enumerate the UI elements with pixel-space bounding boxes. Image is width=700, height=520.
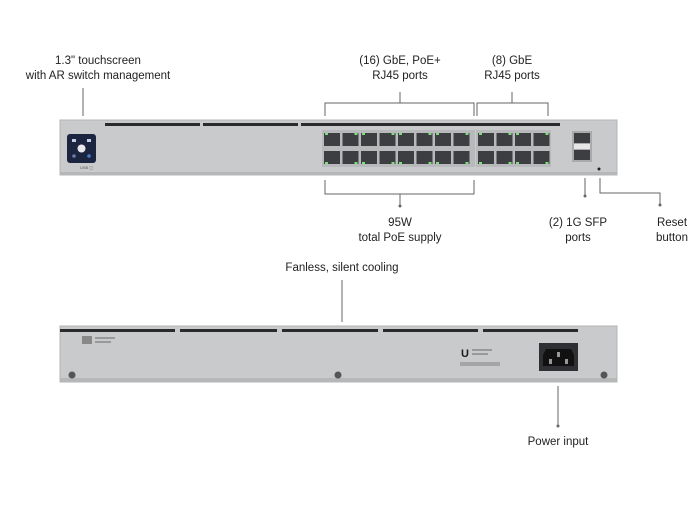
rj45-port[interactable] xyxy=(515,133,531,146)
port-led xyxy=(399,162,402,164)
vent-slot xyxy=(105,123,200,126)
vent-slot xyxy=(301,123,560,126)
rj45-port[interactable] xyxy=(453,151,470,164)
port-led xyxy=(428,133,432,135)
rj45-port[interactable] xyxy=(478,133,494,146)
poe-ports-label: RJ45 ports xyxy=(372,70,428,82)
rubber-foot xyxy=(334,371,342,379)
qr-code xyxy=(82,336,92,344)
port-led xyxy=(508,162,512,164)
rj45-port[interactable] xyxy=(398,133,414,146)
rj45-port[interactable] xyxy=(324,133,340,146)
rj45-port[interactable] xyxy=(361,151,377,164)
rear-panel: U xyxy=(59,325,618,383)
rj45-port[interactable] xyxy=(416,151,433,164)
cooling-label: Fanless, silent cooling xyxy=(285,262,398,274)
rj45-ports xyxy=(322,130,551,167)
sfp-port[interactable] xyxy=(574,150,590,160)
port-led xyxy=(465,133,469,135)
port-led xyxy=(391,133,395,135)
rj45-port[interactable] xyxy=(435,151,451,164)
sfp-ports xyxy=(572,131,592,162)
port-led xyxy=(508,133,512,135)
port-led xyxy=(391,162,395,164)
port-led xyxy=(436,133,439,135)
rj45-port[interactable] xyxy=(398,151,414,164)
rj45-port[interactable] xyxy=(533,133,550,146)
port-led xyxy=(516,162,519,164)
port-led xyxy=(354,133,358,135)
touchscreen-label: 1.3" touchscreen xyxy=(55,55,141,67)
rj45-port[interactable] xyxy=(361,133,377,146)
sfp-label: ports xyxy=(565,232,591,244)
vent-slot xyxy=(282,329,378,332)
port-led xyxy=(362,133,365,135)
vent-slot xyxy=(483,329,578,332)
port-led xyxy=(362,162,365,164)
rj45-port[interactable] xyxy=(324,151,340,164)
rj45-port[interactable] xyxy=(342,133,359,146)
rj45-port[interactable] xyxy=(379,151,396,164)
vent-slot xyxy=(203,123,298,126)
certification-marks xyxy=(460,362,500,366)
callout-lines xyxy=(82,88,662,428)
front-panel: USB ▢ xyxy=(59,119,618,176)
sfp-label: (2) 1G SFP xyxy=(549,217,607,229)
vent-slot xyxy=(60,329,175,332)
poe-ports-label: (16) GbE, PoE+ xyxy=(359,55,441,67)
port-led xyxy=(545,133,549,135)
rubber-foot xyxy=(600,371,608,379)
touchscreen-label: with AR switch management xyxy=(25,70,171,82)
sfp-port[interactable] xyxy=(574,133,590,143)
usb-label: USB ▢ xyxy=(80,165,93,170)
port-led xyxy=(354,162,358,164)
reset-button[interactable] xyxy=(597,167,601,171)
rj45-port[interactable] xyxy=(478,151,494,164)
rj45-port[interactable] xyxy=(533,151,550,164)
port-led xyxy=(399,133,402,135)
gbe-ports-label: RJ45 ports xyxy=(484,70,540,82)
port-led xyxy=(325,133,328,135)
vent-slot xyxy=(180,329,277,332)
rj45-port[interactable] xyxy=(379,133,396,146)
port-led xyxy=(479,162,482,164)
rj45-port[interactable] xyxy=(496,151,513,164)
port-led xyxy=(479,133,482,135)
touchscreen[interactable] xyxy=(67,134,96,163)
port-led xyxy=(428,162,432,164)
rj45-port[interactable] xyxy=(435,133,451,146)
port-led xyxy=(325,162,328,164)
rj45-port[interactable] xyxy=(496,133,513,146)
port-led xyxy=(465,162,469,164)
rj45-port[interactable] xyxy=(453,133,470,146)
rj45-port[interactable] xyxy=(515,151,531,164)
power-input-label: Power input xyxy=(528,436,590,448)
port-led xyxy=(436,162,439,164)
rj45-port[interactable] xyxy=(416,133,433,146)
rj45-port[interactable] xyxy=(342,151,359,164)
port-led xyxy=(545,162,549,164)
rubber-foot xyxy=(68,371,76,379)
ubiquiti-logo-icon: U xyxy=(461,348,469,360)
rear-vents xyxy=(60,329,578,332)
reset-label: Reset xyxy=(657,217,688,229)
reset-label: button xyxy=(656,232,688,244)
power-inlet[interactable] xyxy=(539,343,578,371)
poe-supply-label: 95W xyxy=(388,217,412,229)
front-vents xyxy=(105,123,560,126)
gbe-ports-label: (8) GbE xyxy=(492,55,533,67)
port-led xyxy=(516,133,519,135)
poe-supply-label: total PoE supply xyxy=(358,232,441,244)
vent-slot xyxy=(383,329,478,332)
